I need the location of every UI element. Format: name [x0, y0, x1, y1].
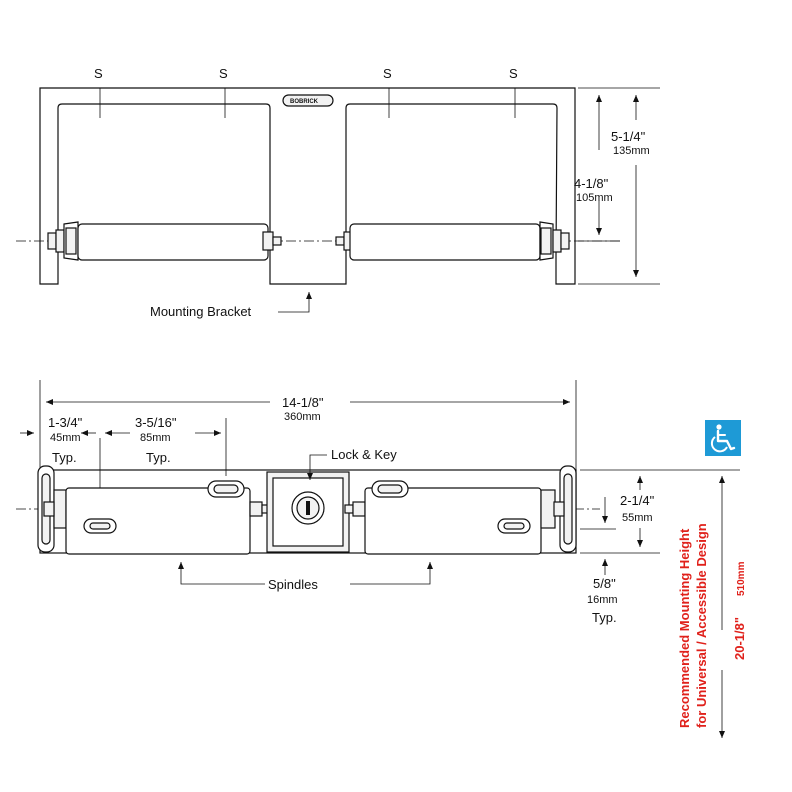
- svg-text:Mounting Bracket: Mounting Bracket: [150, 304, 252, 319]
- edge-offset-dimension: 1-3/4" 45mm Typ.: [20, 415, 101, 492]
- housing-outline: [39, 87, 576, 285]
- mounting-height-metric: 510mm: [736, 561, 747, 596]
- screw-label: S: [509, 66, 518, 81]
- spindle-offset-imperial: 5/8": [593, 576, 616, 591]
- center-height-imperial: 4-1/8": [574, 176, 609, 191]
- recommendation-line-2: for Universal / Accessible Design: [694, 523, 709, 728]
- center-height-metric: 105mm: [576, 192, 613, 204]
- slot-spacing-metric: 85mm: [140, 432, 171, 444]
- mounting-slot-inner: [89, 522, 111, 530]
- svg-text:BOBRICK: BOBRICK: [290, 99, 319, 105]
- overall-height-imperial: 5-1/4": [611, 129, 646, 144]
- left-spindle-tip: [249, 501, 263, 517]
- screw-label: S: [383, 66, 392, 81]
- screw-marks: S S S S: [94, 66, 518, 118]
- svg-text:Spindles: Spindles: [268, 577, 318, 592]
- overall-width-dimension: 14-1/8" 360mm: [39, 380, 577, 470]
- spindles-callout: Spindles: [178, 562, 433, 592]
- screw-label: S: [219, 66, 228, 81]
- right-spindle-end: [344, 504, 354, 514]
- mounting-slot-inner: [377, 484, 403, 494]
- mounting-height-imperial: 20-1/8": [732, 617, 747, 660]
- spindle-offset-note: Typ.: [592, 610, 617, 625]
- slot-spacing-imperial: 3-5/16": [135, 415, 177, 430]
- left-spindle-front: [47, 221, 282, 261]
- edge-offset-metric: 45mm: [50, 432, 81, 444]
- edge-offset-imperial: 1-3/4": [48, 415, 83, 430]
- accessibility-callout: Recommended Mounting Height for Universa…: [660, 420, 747, 738]
- right-end-bracket: [540, 465, 577, 553]
- bottom-view: 14-1/8" 360mm 1-3/4" 45mm Typ. 3-5/16" 8…: [16, 380, 660, 625]
- svg-text:Lock & Key: Lock & Key: [331, 447, 397, 462]
- depth-dimensions: 2-1/4" 55mm 5/8" 16mm Typ.: [580, 469, 660, 625]
- depth-imperial: 2-1/4": [620, 493, 655, 508]
- right-spindle-front: [335, 221, 570, 261]
- overall-width-metric: 360mm: [284, 411, 321, 423]
- mounting-bracket-callout: Mounting Bracket: [150, 292, 312, 319]
- overall-height-metric: 135mm: [613, 145, 650, 157]
- lock-housing: [266, 471, 350, 553]
- brand-logo: BOBRICK: [282, 94, 334, 107]
- key-slot: [306, 501, 310, 515]
- lock-callout: Lock & Key: [307, 447, 397, 480]
- screw-label: S: [94, 66, 103, 81]
- front-view: S S S S BOBRICK: [16, 66, 660, 319]
- spindle-offset-metric: 16mm: [587, 594, 618, 606]
- front-height-dimensions: 5-1/4" 135mm 4-1/8" 105mm: [574, 87, 660, 285]
- wheelchair-icon: [705, 420, 741, 456]
- left-roll: [65, 487, 251, 555]
- right-spindle-tip: [352, 501, 366, 517]
- overall-width-imperial: 14-1/8": [282, 395, 324, 410]
- recommendation-line-1: Recommended Mounting Height: [677, 528, 692, 728]
- depth-metric: 55mm: [622, 512, 653, 524]
- slot-spacing-note: Typ.: [146, 450, 171, 465]
- mounting-slot-inner: [213, 484, 239, 494]
- slot-spacing-dimension: 3-5/16" 85mm Typ.: [105, 415, 227, 476]
- mounting-slot-inner: [503, 522, 525, 530]
- left-end-bracket: [37, 465, 67, 553]
- edge-offset-note: Typ.: [52, 450, 77, 465]
